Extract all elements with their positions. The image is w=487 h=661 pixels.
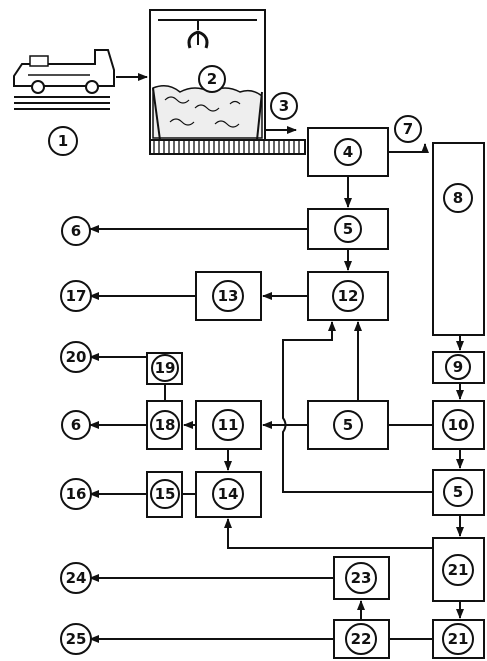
node-16: 16 [61,479,91,509]
node-21-bottom: 21 [443,624,473,654]
node-12: 12 [333,281,363,311]
svg-text:18: 18 [155,416,176,434]
node-5-low: 5 [444,478,472,506]
svg-text:5: 5 [343,220,353,238]
svg-text:6: 6 [71,222,81,240]
svg-text:6: 6 [71,416,81,434]
node-6-top: 6 [62,217,90,245]
node-8: 8 [444,184,472,212]
node-23: 23 [346,563,376,593]
node-1: 1 [49,127,77,155]
svg-text:21: 21 [448,561,469,579]
svg-text:7: 7 [403,120,413,138]
svg-text:12: 12 [338,287,359,305]
node-7: 7 [395,116,421,142]
svg-text:3: 3 [279,97,289,115]
node-5-mid: 5 [334,411,362,439]
node-4: 4 [335,139,361,165]
node-5-top: 5 [335,216,361,242]
node-18: 18 [151,411,179,439]
svg-text:17: 17 [66,287,87,305]
svg-text:5: 5 [453,483,463,501]
svg-text:10: 10 [448,416,469,434]
svg-text:9: 9 [453,358,463,376]
svg-text:24: 24 [66,569,87,587]
conveyor-icon [150,140,305,154]
truck-icon [14,50,114,109]
svg-text:15: 15 [155,485,176,503]
svg-text:19: 19 [155,359,176,377]
svg-text:5: 5 [343,416,353,434]
node-10: 10 [443,410,473,440]
node-25: 25 [61,624,91,654]
node-21-top: 21 [443,555,473,585]
box-8 [433,143,484,335]
node-19: 19 [152,355,178,381]
node-14: 14 [213,479,243,509]
svg-text:14: 14 [218,485,239,503]
svg-text:20: 20 [66,348,87,366]
svg-text:25: 25 [66,630,87,648]
node-15: 15 [151,480,179,508]
node-13: 13 [213,281,243,311]
node-2: 2 [199,66,225,92]
node-6-mid: 6 [62,411,90,439]
arrow-4-to-8 [388,144,425,152]
svg-text:8: 8 [453,189,463,207]
node-20: 20 [61,342,91,372]
svg-text:22: 22 [351,630,372,648]
node-9: 9 [446,355,470,379]
svg-text:11: 11 [218,416,239,434]
svg-text:4: 4 [343,143,353,161]
svg-text:16: 16 [66,485,87,503]
svg-text:2: 2 [207,70,217,88]
svg-text:21: 21 [448,630,469,648]
node-24: 24 [61,563,91,593]
node-17: 17 [61,281,91,311]
svg-text:1: 1 [58,132,68,150]
arrow-21-to-14 [228,519,433,548]
svg-text:23: 23 [351,569,372,587]
node-11: 11 [213,410,243,440]
node-22: 22 [346,624,376,654]
node-3: 3 [271,93,297,119]
svg-text:13: 13 [218,287,239,305]
